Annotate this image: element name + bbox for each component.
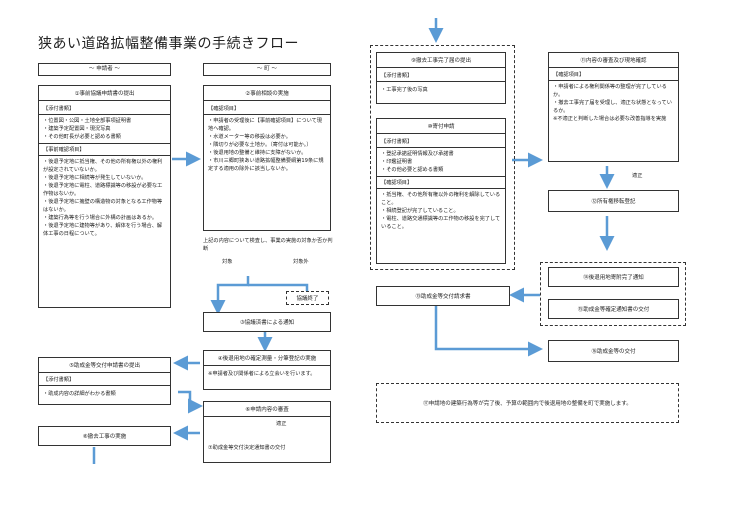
label-nontarget: 対象外 (293, 259, 309, 265)
step11-box: ⑪内容の審査及び現地確認 【確認項目】 ・申請者による権利関係等の整理が完了して… (548, 52, 679, 162)
step1-attach-header: 【添付書類】 (43, 106, 75, 112)
approval2-label: 適正 (632, 173, 643, 179)
step1-check-header: 【事前確認項目】 (39, 143, 170, 156)
step13-box: ⑬助成金等交付請求書 (376, 286, 510, 306)
step6-title: ⑥申請内容の審査 (204, 402, 330, 417)
town-header: ～ 町 ～ (203, 63, 331, 76)
list-item: ・電柱、道路交通標識等の工作物の移設を完了していること。 (381, 216, 501, 230)
step14-box: ⑭後退用地寄附完了通知 (548, 267, 679, 287)
step15-box: ⑮助成金等確定通知書の交付 (548, 299, 679, 319)
step4-note: ※申請者及び関係者による立会いを行います。 (208, 371, 316, 377)
step2-box: ②事前相談の実施 【確認項目】 ・申請者の受理後に【事前確認項目】について現地へ… (203, 85, 331, 231)
list-item: ・撤去工事完了届を受理し、適正な状態となっているか。 (553, 100, 672, 114)
list-item: ・水道メーター等の移設は必要か。 (208, 134, 291, 140)
arrow-judge-to-3 (210, 276, 250, 315)
list-item: ・助成内容の詳細がわかる書類 (43, 391, 116, 397)
step16-box: ⑯助成金等の交付 (548, 340, 679, 362)
step2-check-header: 【確認項目】 (204, 101, 330, 115)
step4-box: ④後退用地の確定測量・分筆登記の実施 ※申請者及び関係者による立会いを行います。 (203, 350, 331, 390)
step11-check-header: 【確認項目】 (549, 68, 678, 81)
list-item: ・その他町長が必要と認める書類 (43, 134, 121, 140)
applicant-header: ～ 申請者 ～ (38, 63, 171, 76)
end-box: 協議終了 (286, 291, 329, 305)
step6-7-box: ⑥申請内容の審査 適正 ⑦助成金等交付決定通知書の交付 (203, 401, 331, 463)
arrow-judge-to-end (248, 283, 309, 291)
step4-title: ④後退用地の確定測量・分筆登記の実施 (204, 351, 330, 366)
step9-attach-list: ・工事完了後の写真 (377, 82, 505, 96)
list-item: ・後退予定地に建物等があり、解体を行う場合、解体工事の日程について。 (43, 223, 163, 237)
list-item: ・位置図・公図・土地全部事項証明書 (43, 118, 132, 124)
step5-box: ⑤助成金等交付申請書の提出 【添付書類】 ・助成内容の詳細がわかる書類 (38, 357, 171, 405)
list-item: ・後退用地の整備と維持に支障がないか。 (208, 150, 307, 156)
list-item: ・抵当権、その他所有権以外の権利を解除していること。 (381, 192, 501, 206)
list-item: ・建築行為等を行う場合に外構の計画はあるか。 (43, 215, 158, 221)
step2-check-list: ・申請者の受理後に【事前確認項目】について現地へ確認。 ・水道メーター等の移設は… (204, 115, 330, 175)
step10-box: ⑩寄付申請 【添付書類】 ・登記承諾証明情報及び承諾書 ・印鑑証明書 ・その他必… (376, 118, 506, 264)
arrow-13-to-16 (434, 306, 543, 357)
list-item: ・工事完了後の写真 (381, 87, 428, 93)
step1-attach-list: ・位置図・公図・土地全部事項証明書 ・建築予定配置図・現況写真 ・その他町長が必… (39, 114, 170, 143)
page-title: 狭あい道路拡幅整備事業の手続きフロー (38, 36, 299, 52)
list-item: ・隣切りが必要な土地か。（寄付は可能か。） (208, 142, 312, 148)
step2-title: ②事前相談の実施 (204, 86, 330, 101)
step11-check-list: ・申請者による権利関係等の整理が完了しているか。 ・撤去工事完了届を受理し、適正… (549, 81, 678, 125)
approval1-label: 適正 (276, 421, 287, 427)
arrow-5-to-6 (178, 390, 203, 414)
steps-14-15-group (540, 262, 686, 326)
step7-title: ⑦助成金等交付決定通知書の交付 (208, 445, 286, 451)
step10-check-list: ・抵当権、その他所有権以外の権利を解除していること。 ・相続登記が完了しているこ… (377, 189, 505, 233)
step5-attach-header: 【添付書類】 (39, 373, 170, 386)
list-item: ・登記承諾証明情報及び承諾書 (381, 151, 454, 157)
list-item: ※不適正と判断した場合は必要な改善指導を実施 (553, 116, 667, 122)
step9-title: ⑨撤去工事完了届の提出 (377, 53, 505, 68)
list-item: ・その他必要と認める書類 (381, 167, 444, 173)
list-item: ・後退予定地に電柱、道路標識等の移設が必要な工作物はないか。 (43, 183, 163, 197)
step11-title: ⑪内容の審査及び現地確認 (549, 53, 678, 68)
list-item: ・市川三郷町狭あい道路拡幅整備要綱第19条に規定する適用の除外に該当しないか。 (208, 158, 324, 172)
steps-9-10-group (370, 45, 515, 270)
list-item: ・建築予定配置図・現況写真 (43, 126, 111, 132)
list-item: ・相続登記が完了していること。 (381, 208, 459, 214)
step17-box: ⑰申請地の建築行為等が完了後、予算の範囲内で後退用地の整備を町で実施します。 (376, 383, 679, 423)
step10-attach-header: 【添付書類】 (377, 134, 505, 148)
step10-check-header: 【確認項目】 (377, 176, 505, 189)
step10-attach-list: ・登記承諾証明情報及び承諾書 ・印鑑証明書 ・その他必要と認める書類 (377, 148, 505, 176)
step9-box: ⑨撤去工事完了届の提出 【添付書類】 ・工事完了後の写真 (376, 52, 506, 104)
label-target: 対象 (222, 259, 233, 265)
step8-box: ⑧撤去工事の実施 (38, 426, 171, 446)
list-item: ・印鑑証明書 (381, 159, 413, 165)
step9-attach-header: 【添付書類】 (377, 68, 505, 82)
list-item: ・後退予定地に抵当権、その他の所有権以外の権利が設定されていないか。 (43, 159, 163, 173)
step1-title: ①事前協議申請書の提出 (39, 86, 170, 101)
judge-text: 上記の内容について検査し、事業の実施の対象か否か判断 (203, 238, 333, 252)
list-item: ・後退予定地に相続等が発生していないか。 (43, 175, 147, 181)
step1-box: ①事前協議申請書の提出 【添付書類】 ・位置図・公図・土地全部事項証明書 ・建築… (38, 85, 171, 308)
step1-check-list: ・後退予定地に抵当権、その他の所有権以外の権利が設定されていないか。 ・後退予定… (39, 156, 170, 240)
step12-box: ⑫所有権移転登記 (548, 190, 679, 212)
list-item: ・申請者の受理後に【事前確認項目】について現地へ確認。 (208, 118, 322, 132)
list-item: ・後退予定地に擁壁の構造物の対象となる工作物等はないか。 (43, 199, 163, 213)
step5-attach-list: ・助成内容の詳細がわかる書類 (39, 386, 170, 400)
step10-title: ⑩寄付申請 (377, 119, 505, 134)
list-item: ・申請者による権利関係等の整理が完了しているか。 (553, 84, 667, 98)
step3-box: ③協議済書による通知 (203, 312, 331, 332)
step5-title: ⑤助成金等交付申請書の提出 (39, 358, 170, 373)
